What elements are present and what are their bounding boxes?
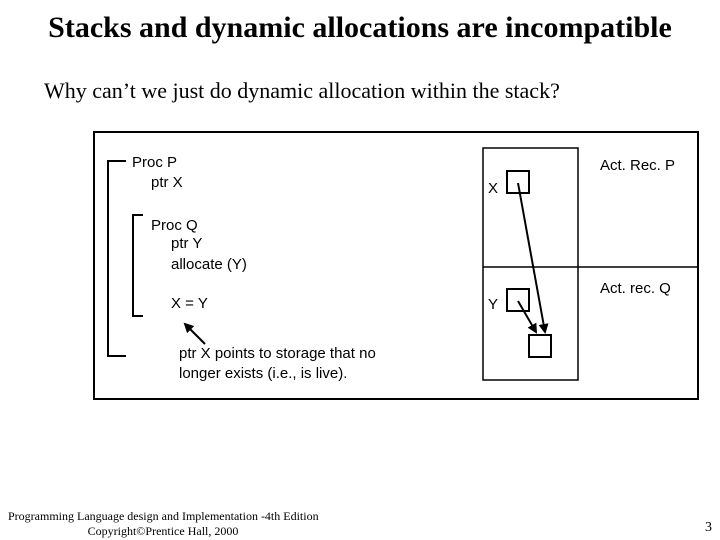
- ptr-x-decl: ptr X: [151, 174, 183, 191]
- x-slot-label: X: [488, 180, 498, 197]
- proc-q-label: Proc Q: [151, 217, 198, 234]
- allocate-statement: allocate (Y): [171, 256, 247, 273]
- note-line-1: ptr X points to storage that no: [179, 345, 376, 362]
- act-rec-q-label: Act. rec. Q: [600, 280, 671, 297]
- y-slot-box: [506, 288, 530, 312]
- proc-q-bracket: [132, 214, 143, 317]
- footer-book-title: Programming Language design and Implemen…: [8, 509, 319, 523]
- assign-statement: X = Y: [171, 295, 208, 312]
- footer-copyright: Copyright©Prentice Hall, 2000: [87, 524, 239, 538]
- figure-canvas: Proc P ptr X Proc Q ptr Y allocate (Y) X…: [93, 131, 699, 400]
- note-arrow: [183, 322, 206, 345]
- allocated-storage-box: [528, 334, 552, 358]
- stack-allocation-figure: Proc P ptr X Proc Q ptr Y allocate (Y) X…: [93, 131, 699, 400]
- x-slot-box: [506, 170, 530, 194]
- x-pointer-arrow: [517, 182, 549, 334]
- slide-subtitle: Why can’t we just do dynamic allocation …: [44, 78, 560, 103]
- ptr-y-decl: ptr Y: [171, 235, 202, 252]
- footer-credit: Programming Language design and Implemen…: [8, 509, 319, 539]
- proc-p-label: Proc P: [132, 154, 177, 171]
- note-line-2: longer exists (i.e., is live).: [179, 365, 347, 382]
- act-rec-p-label: Act. Rec. P: [600, 157, 675, 174]
- stack-column: [482, 147, 579, 381]
- slide-title: Stacks and dynamic allocations are incom…: [48, 11, 672, 44]
- page-number: 3: [705, 520, 712, 535]
- figure-frame: [93, 131, 699, 400]
- y-pointer-arrow: [517, 300, 538, 334]
- proc-p-bracket: [107, 160, 126, 357]
- y-slot-label: Y: [488, 296, 498, 313]
